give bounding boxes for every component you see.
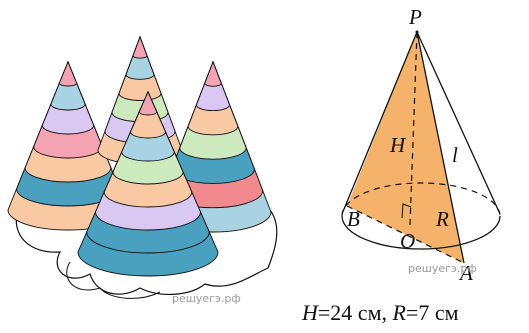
cone-stripe [58,60,78,87]
label-O: O [400,229,415,253]
label-R: R [435,207,449,231]
apex-point [415,30,419,34]
caption-H-symbol: H [301,300,319,325]
label-A: A [458,261,473,285]
base-ellipse-front [341,215,501,250]
right-angle-mark [401,203,412,219]
slant-height-PA [416,31,465,264]
party-cones-illustration [7,35,278,299]
label-H: H [389,133,407,157]
label-B: B [347,207,360,231]
cones-base-outline-2 [66,261,161,299]
caption: H=24 см, R=7 см [301,300,459,325]
cone-stripe [138,90,158,116]
generator-right [416,31,501,215]
label-l: l [452,143,458,167]
watermark-right: решуегэ.рф [408,262,477,275]
cones-base-outline [15,207,278,295]
label-P: P [408,5,422,29]
caption-R-symbol: R [391,300,406,325]
cone-front [77,90,219,277]
geometry-cone [341,30,501,264]
cone-stripe [132,35,148,59]
caption-H-value: =24 см, [318,300,393,325]
generator-left [341,31,418,215]
caption-R-value: =7 см [406,300,459,325]
axial-section-triangle [347,32,464,263]
watermark-left: решуегэ.рф [172,292,241,305]
cone-back-left [7,60,129,231]
base-ellipse-back [341,182,501,217]
cone-stripe [204,60,222,87]
